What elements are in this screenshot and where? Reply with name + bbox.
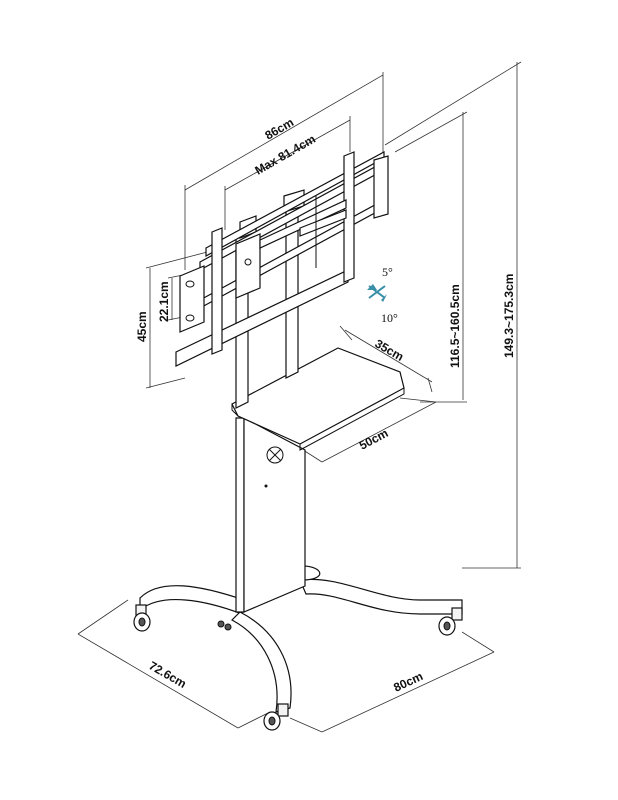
dim-shelf-width: 50cm xyxy=(357,426,391,453)
cabinet-column xyxy=(235,417,306,613)
dim-bracket-inner-height: 22.1cm xyxy=(157,281,171,322)
tilt-arrows-icon xyxy=(367,284,387,302)
dim-bracket-height: 45cm xyxy=(135,311,149,342)
tilt-indicator: 5° 10° xyxy=(367,265,398,325)
tv-mount-bracket xyxy=(175,150,389,367)
dim-base-width: 80cm xyxy=(391,669,425,695)
caster-front xyxy=(263,703,289,731)
base-left-leg xyxy=(139,585,292,713)
dim-base-depth: 72.6cm xyxy=(147,658,189,690)
dim-mount-height: 116.5~160.5cm xyxy=(448,284,462,368)
shelf xyxy=(231,347,405,451)
caster-left-back xyxy=(133,604,151,632)
dimension-lines xyxy=(77,61,522,733)
dim-bracket-max-width: Max 81.4cm xyxy=(253,132,318,178)
base-right-leg xyxy=(299,565,463,615)
dim-bracket-width: 86cm xyxy=(263,115,297,142)
dim-overall-height: 149.3~175.3cm xyxy=(502,274,516,358)
tilt-up-label: 5° xyxy=(382,265,393,279)
tilt-down-label: 10° xyxy=(381,311,398,325)
cable-port-icon xyxy=(266,446,284,464)
caster-right xyxy=(438,607,463,636)
dim-shelf-depth: 35cm xyxy=(373,336,407,363)
